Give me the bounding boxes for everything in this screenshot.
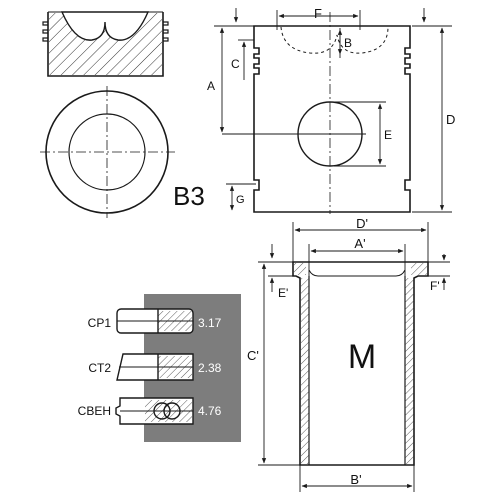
ring-cp1 [116,308,194,334]
ring-cbeh [115,397,194,425]
piston-side-view [222,12,411,214]
dim-label-b-prime: B' [350,472,361,487]
dim-label-a-prime: A' [354,236,365,251]
dim-label-c-prime: C' [247,348,259,363]
dim-label-c: C [231,57,240,71]
ring-value-cbeh: 4.76 [198,404,222,418]
ring-value-cp1: 3.17 [198,316,222,330]
piston-dimension-lines [214,8,452,213]
ring-code-ct2: CT2 [88,361,111,375]
dim-label-d: D [446,112,455,127]
dim-label-d-prime: D' [356,216,368,231]
ring-ct2 [116,353,194,381]
model-code-label: B3 [173,181,205,211]
dim-label-a: A [207,79,215,93]
dim-label-e: E [384,128,392,142]
piston-crown-section [42,11,169,77]
piston-top-view [40,86,175,218]
dim-label-g: G [236,194,245,206]
dim-label-e-prime: E' [278,286,288,300]
liner-dimension-lines [258,222,450,492]
ring-code-cbeh: CBEH [78,404,111,418]
dim-label-f-prime: F' [430,279,440,293]
ring-value-ct2: 2.38 [198,361,222,375]
dim-label-f: F [314,6,322,21]
dim-label-b: B [344,36,352,50]
liner-marker-label: M [348,338,376,376]
ring-code-cp1: CP1 [88,316,112,330]
